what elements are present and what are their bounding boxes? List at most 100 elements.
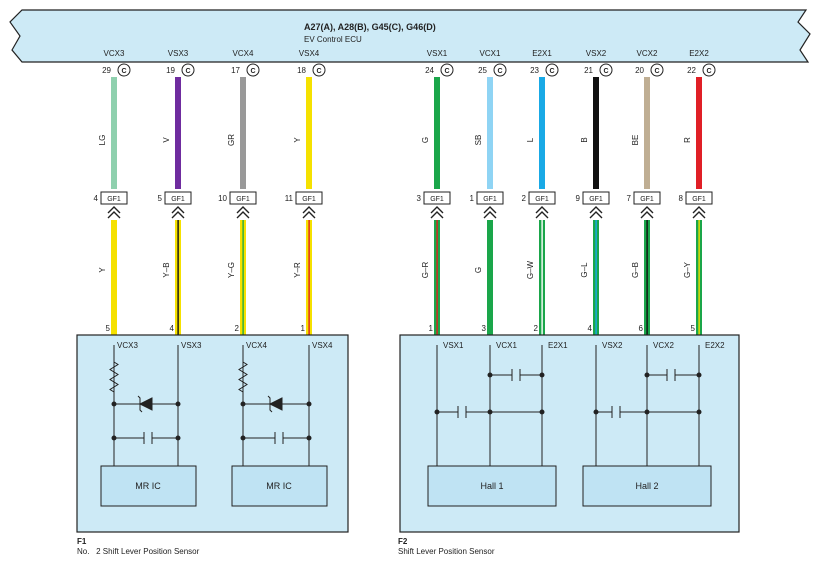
lower-wire-stripe: [436, 220, 438, 335]
junction-dot: [696, 372, 702, 378]
junction-dot: [487, 409, 493, 415]
junction-dot: [644, 409, 650, 415]
ecu-signal-label: E2X1: [532, 49, 552, 58]
junction-dot: [175, 401, 181, 407]
lower-wire-color-code: G: [474, 267, 483, 273]
ecu-signal-label: E2X2: [689, 49, 709, 58]
gf1-pin-number: 2: [522, 194, 527, 203]
sensor-pin-number: 1: [429, 324, 434, 333]
connector-chevron-icon: [430, 206, 444, 219]
lower-wire-color-code: Y–R: [293, 262, 302, 278]
f2-hall-2-box: [582, 465, 712, 507]
gf1-pin-number: 9: [576, 194, 581, 203]
gf1-connector-box: [229, 191, 257, 205]
upper-wire-color-code: V: [162, 137, 171, 143]
gf1-connector-box: [100, 191, 128, 205]
upper-wire-segment: [696, 77, 702, 189]
upper-wire-segment: [434, 77, 440, 189]
f2-pin-label-vcx2: VCX2: [653, 341, 674, 350]
ecu-pin-number: 20: [635, 66, 644, 75]
upper-wire-segment: [175, 77, 181, 189]
ecu-pin-number: 23: [530, 66, 539, 75]
f1-mr-ic-1-box: [100, 465, 197, 507]
wires-group: VCX3C29LGGF14Y5VSX3C19VGF15Y–B4VCX4C17GR…: [94, 49, 716, 335]
ecu-connector-letter: C: [250, 68, 255, 75]
f2-hall-1-label: Hall 1: [480, 481, 503, 491]
junction-dot: [240, 435, 246, 441]
gf1-pin-number: 8: [679, 194, 684, 203]
ecu-connector-letter: C: [316, 68, 321, 75]
ecu-connector-letter: C: [185, 68, 190, 75]
ecu-signal-label: VCX3: [104, 49, 125, 58]
gf1-connector-box: [528, 191, 556, 205]
gf1-connector-label: GF1: [692, 196, 706, 203]
sensor-pin-number: 5: [691, 324, 696, 333]
ecu-signal-label: VCX4: [233, 49, 254, 58]
gf1-connector-box: [685, 191, 713, 205]
upper-wire-color-code: B: [580, 137, 589, 142]
ecu-pin-number: 22: [687, 66, 696, 75]
ecu-connector-letter: C: [549, 68, 554, 75]
connector-chevron-icon: [589, 206, 603, 219]
f2-hall-1-box: [427, 465, 557, 507]
lower-wire-segment: [111, 220, 117, 335]
junction-dot: [644, 372, 650, 378]
zener-bar: [267, 395, 273, 413]
upper-wire-color-code: BE: [631, 135, 640, 146]
gf1-pin-number: 5: [158, 194, 163, 203]
gf1-pin-number: 10: [218, 194, 227, 203]
ecu-signal-label: VCX1: [480, 49, 501, 58]
f1-mr-ic-2-box: [231, 465, 328, 507]
ecu-pin-number: 25: [478, 66, 487, 75]
ecu-pin-circle: [599, 63, 613, 77]
sensor-pin-number: 2: [235, 324, 240, 333]
gf1-connector-label: GF1: [589, 196, 603, 203]
junction-dot: [539, 409, 545, 415]
junction-dot: [111, 401, 117, 407]
sensor-pin-number: 3: [482, 324, 487, 333]
upper-wire-segment: [306, 77, 312, 189]
upper-wire-segment: [644, 77, 650, 189]
ecu-connector-letter: C: [654, 68, 659, 75]
sensor-pin-number: 4: [170, 324, 175, 333]
f1-pin-label-vsx3: VSX3: [181, 341, 202, 350]
connector-chevron-icon: [483, 206, 497, 219]
lower-wire-segment: [487, 220, 493, 335]
f2-hall-2-label: Hall 2: [635, 481, 658, 491]
gf1-pin-number: 1: [470, 194, 475, 203]
ecu-pin-circle: [650, 63, 664, 77]
gf1-pin-number: 11: [285, 194, 294, 203]
gf1-connector-label: GF1: [171, 196, 185, 203]
resistor-icon: [238, 361, 248, 393]
f1-mr-ic-2-label: MR IC: [266, 481, 292, 491]
upper-wire-color-code: G: [421, 137, 430, 143]
gf1-connector-box: [423, 191, 451, 205]
junction-dot: [111, 435, 117, 441]
gf1-connector-label: GF1: [236, 196, 250, 203]
lower-wire-stripe: [541, 220, 543, 335]
f2-pin-label-vsx2: VSX2: [602, 341, 623, 350]
ecu-signal-label: VSX2: [586, 49, 607, 58]
lower-wire-color-code: G–R: [421, 262, 430, 279]
f2-pin-label-e2x1: E2X1: [548, 341, 568, 350]
upper-wire-segment: [111, 77, 117, 189]
gf1-connector-box: [295, 191, 323, 205]
sensor-internals: [109, 345, 702, 466]
ecu-pin-number: 19: [166, 66, 175, 75]
upper-wire-color-code: SB: [474, 135, 483, 146]
lower-wire-color-code: Y–B: [162, 262, 171, 277]
ecu-pin-number: 24: [425, 66, 434, 75]
gf1-connector-label: GF1: [430, 196, 444, 203]
junction-dot: [240, 401, 246, 407]
sensor-pin-number: 2: [534, 324, 539, 333]
upper-wire-color-code: R: [683, 137, 692, 143]
ecu-pin-number: 29: [102, 66, 111, 75]
gf1-connector-label: GF1: [107, 196, 121, 203]
ecu-pin-circle: [493, 63, 507, 77]
gf1-connector-label: GF1: [302, 196, 316, 203]
ecu-connector-letter: C: [121, 68, 126, 75]
